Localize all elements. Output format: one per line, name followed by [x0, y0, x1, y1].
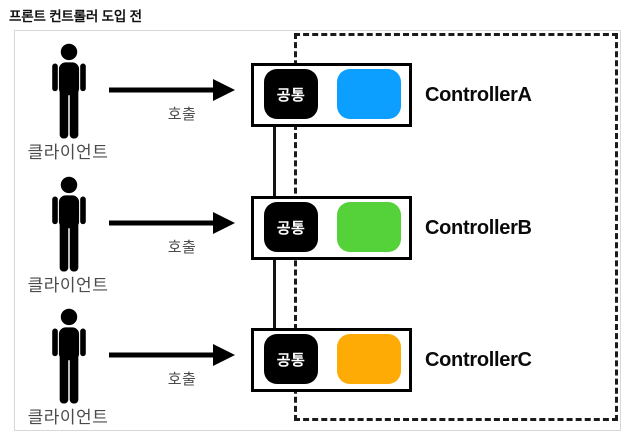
call-arrow-icon	[109, 344, 235, 366]
controller-box: 공통	[251, 328, 412, 392]
feature-chip	[337, 202, 401, 252]
person-icon	[52, 176, 86, 272]
common-connector-line	[273, 127, 276, 198]
common-chip: 공통	[264, 69, 318, 119]
controller-box: 공통	[251, 196, 412, 260]
person-icon	[52, 308, 86, 404]
controller-label: ControllerB	[425, 217, 532, 239]
call-arrow-icon	[109, 212, 235, 234]
feature-chip	[337, 69, 401, 119]
common-connector-line	[273, 259, 276, 330]
client-label: 클라이언트	[27, 143, 109, 162]
call-label: 호출	[167, 239, 197, 256]
feature-chip	[337, 334, 401, 384]
controller-label: ControllerC	[425, 349, 532, 371]
person-icon	[52, 43, 86, 139]
common-chip: 공통	[264, 202, 318, 252]
client-label: 클라이언트	[27, 276, 109, 295]
call-arrow-icon	[109, 79, 235, 101]
call-label: 호출	[167, 106, 197, 123]
common-chip: 공통	[264, 334, 318, 384]
controller-box: 공통	[251, 63, 412, 127]
call-label: 호출	[167, 371, 197, 388]
client-label: 클라이언트	[27, 408, 109, 427]
controller-label: ControllerA	[425, 84, 532, 106]
diagram-title: 프론트 컨트롤러 도입 전	[9, 9, 142, 24]
diagram-frame: 클라이언트 호출 공통 ControllerA 클라이언트 호출	[14, 30, 621, 431]
